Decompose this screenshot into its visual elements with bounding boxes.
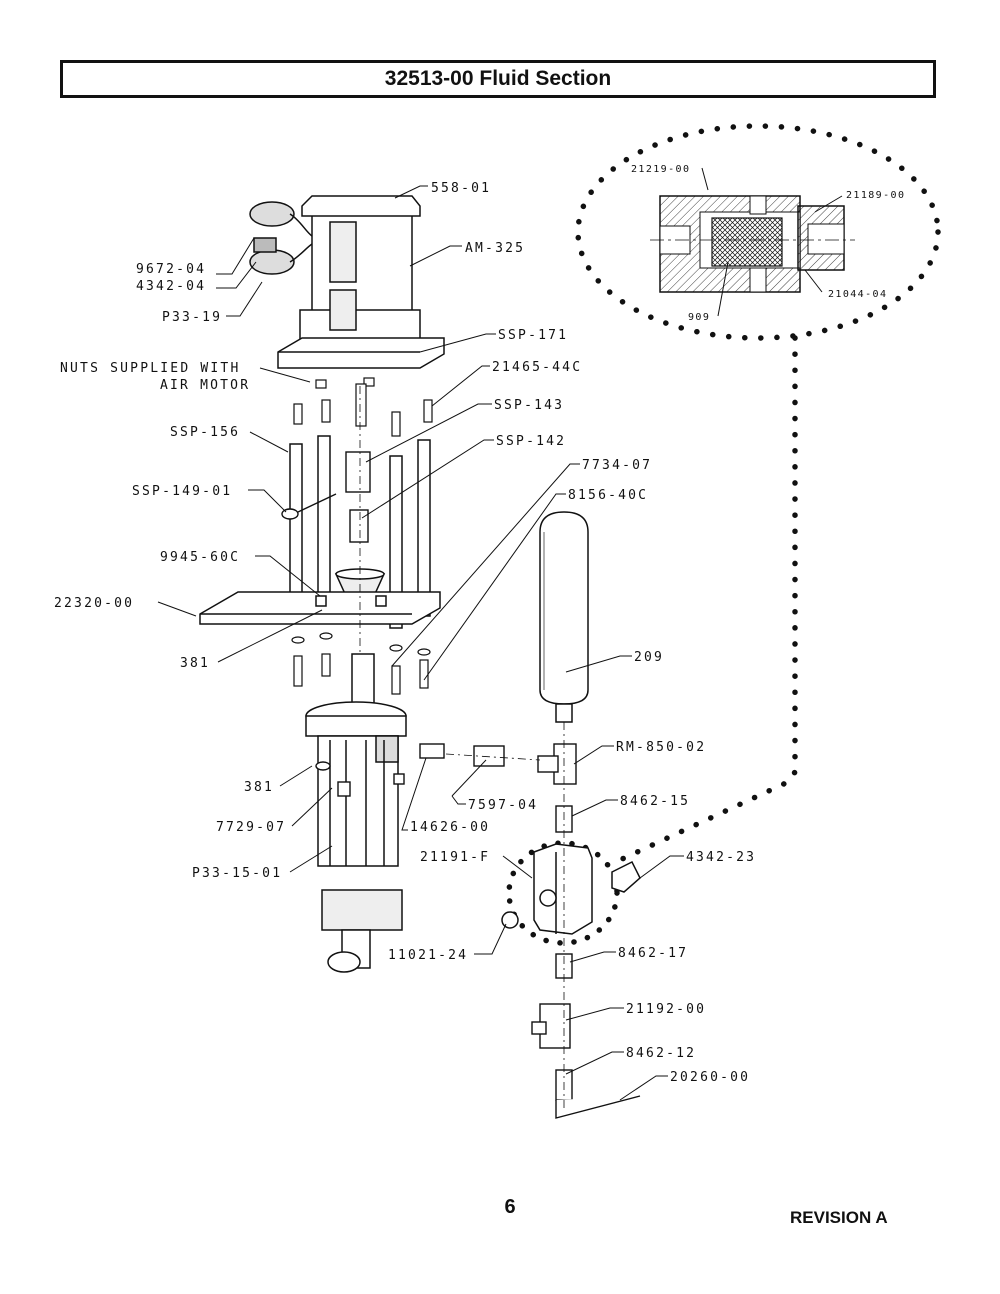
- label-rm-850-02: RM-850-02: [616, 740, 706, 755]
- part-labels: 558-01 AM-325 9672-04 4342-04 P33-19 SSP…: [54, 181, 756, 1085]
- mounting-plate-top: [277, 337, 445, 369]
- label-ssp-149-01: SSP-149-01: [132, 484, 232, 499]
- label-nuts-line1: NUTS SUPPLIED WITH: [60, 361, 240, 376]
- title-box: 32513-00 Fluid Section: [60, 60, 936, 98]
- label-ssp-142: SSP-142: [496, 434, 566, 449]
- label-9672-04: 9672-04: [136, 262, 206, 277]
- label-20260-00: 20260-00: [670, 1070, 750, 1085]
- fluid-pump: [305, 653, 407, 973]
- nuts-and-spacers: [293, 377, 433, 437]
- label-22320-00: 22320-00: [54, 596, 134, 611]
- label-381-lower: 381: [244, 780, 274, 795]
- filter-housing: [501, 843, 641, 935]
- label-381-upper: 381: [180, 656, 210, 671]
- lower-valve-assembly: [531, 953, 641, 1119]
- couplers: [281, 451, 371, 543]
- label-p33-15-01: P33-15-01: [192, 866, 282, 881]
- label-p33-19: P33-19: [162, 310, 222, 325]
- label-21192-00: 21192-00: [626, 1002, 706, 1017]
- label-209: 209: [634, 650, 664, 665]
- label-ssp-156: SSP-156: [170, 425, 240, 440]
- label-8156-40c: 8156-40C: [568, 488, 648, 503]
- label-11021-24: 11021-24: [388, 948, 468, 963]
- label-21044-04: 21044-04: [828, 289, 887, 300]
- label-14626-00: 14626-00: [410, 820, 490, 835]
- label-21191-f: 21191-F: [420, 850, 490, 865]
- label-21189-00: 21189-00: [846, 190, 905, 201]
- label-am-325: AM-325: [465, 241, 525, 256]
- label-ssp-143: SSP-143: [494, 398, 564, 413]
- label-4342-23: 4342-23: [686, 850, 756, 865]
- label-4342-04: 4342-04: [136, 279, 206, 294]
- label-7729-07: 7729-07: [216, 820, 286, 835]
- detail-leaders: [701, 167, 843, 317]
- filter-cross-section: [650, 195, 855, 293]
- lower-washers-bolts: [291, 632, 431, 695]
- callout-leaders: [157, 185, 684, 1101]
- pump-outlet-fittings: [315, 743, 505, 797]
- page-title: 32513-00 Fluid Section: [384, 67, 612, 90]
- label-nuts-line2: AIR MOTOR: [160, 378, 250, 393]
- label-8462-17: 8462-17: [618, 946, 688, 961]
- air-motor: [249, 195, 421, 341]
- label-8462-12: 8462-12: [626, 1046, 696, 1061]
- accumulator: [539, 511, 589, 723]
- detail-bubble: [506, 123, 941, 946]
- label-7734-07: 7734-07: [582, 458, 652, 473]
- label-ssp-171: SSP-171: [498, 328, 568, 343]
- label-21465-44c: 21465-44C: [492, 360, 582, 375]
- label-7597-04: 7597-04: [468, 798, 538, 813]
- page-number: 6: [504, 1196, 516, 1218]
- label-909: 909: [688, 312, 710, 323]
- revision-label: REVISION A: [790, 1208, 888, 1227]
- label-21219-00: 21219-00: [631, 164, 690, 175]
- seal-and-base-plate: [199, 568, 441, 625]
- label-8462-15: 8462-15: [620, 794, 690, 809]
- label-558-01: 558-01: [431, 181, 491, 196]
- center-lines: [359, 386, 565, 1112]
- detail-labels: 21219-00 21189-00 21044-04 909: [631, 164, 905, 323]
- label-9945-60c: 9945-60C: [160, 550, 240, 565]
- tie-rods: [289, 435, 431, 629]
- tee-and-nipples: [537, 743, 577, 833]
